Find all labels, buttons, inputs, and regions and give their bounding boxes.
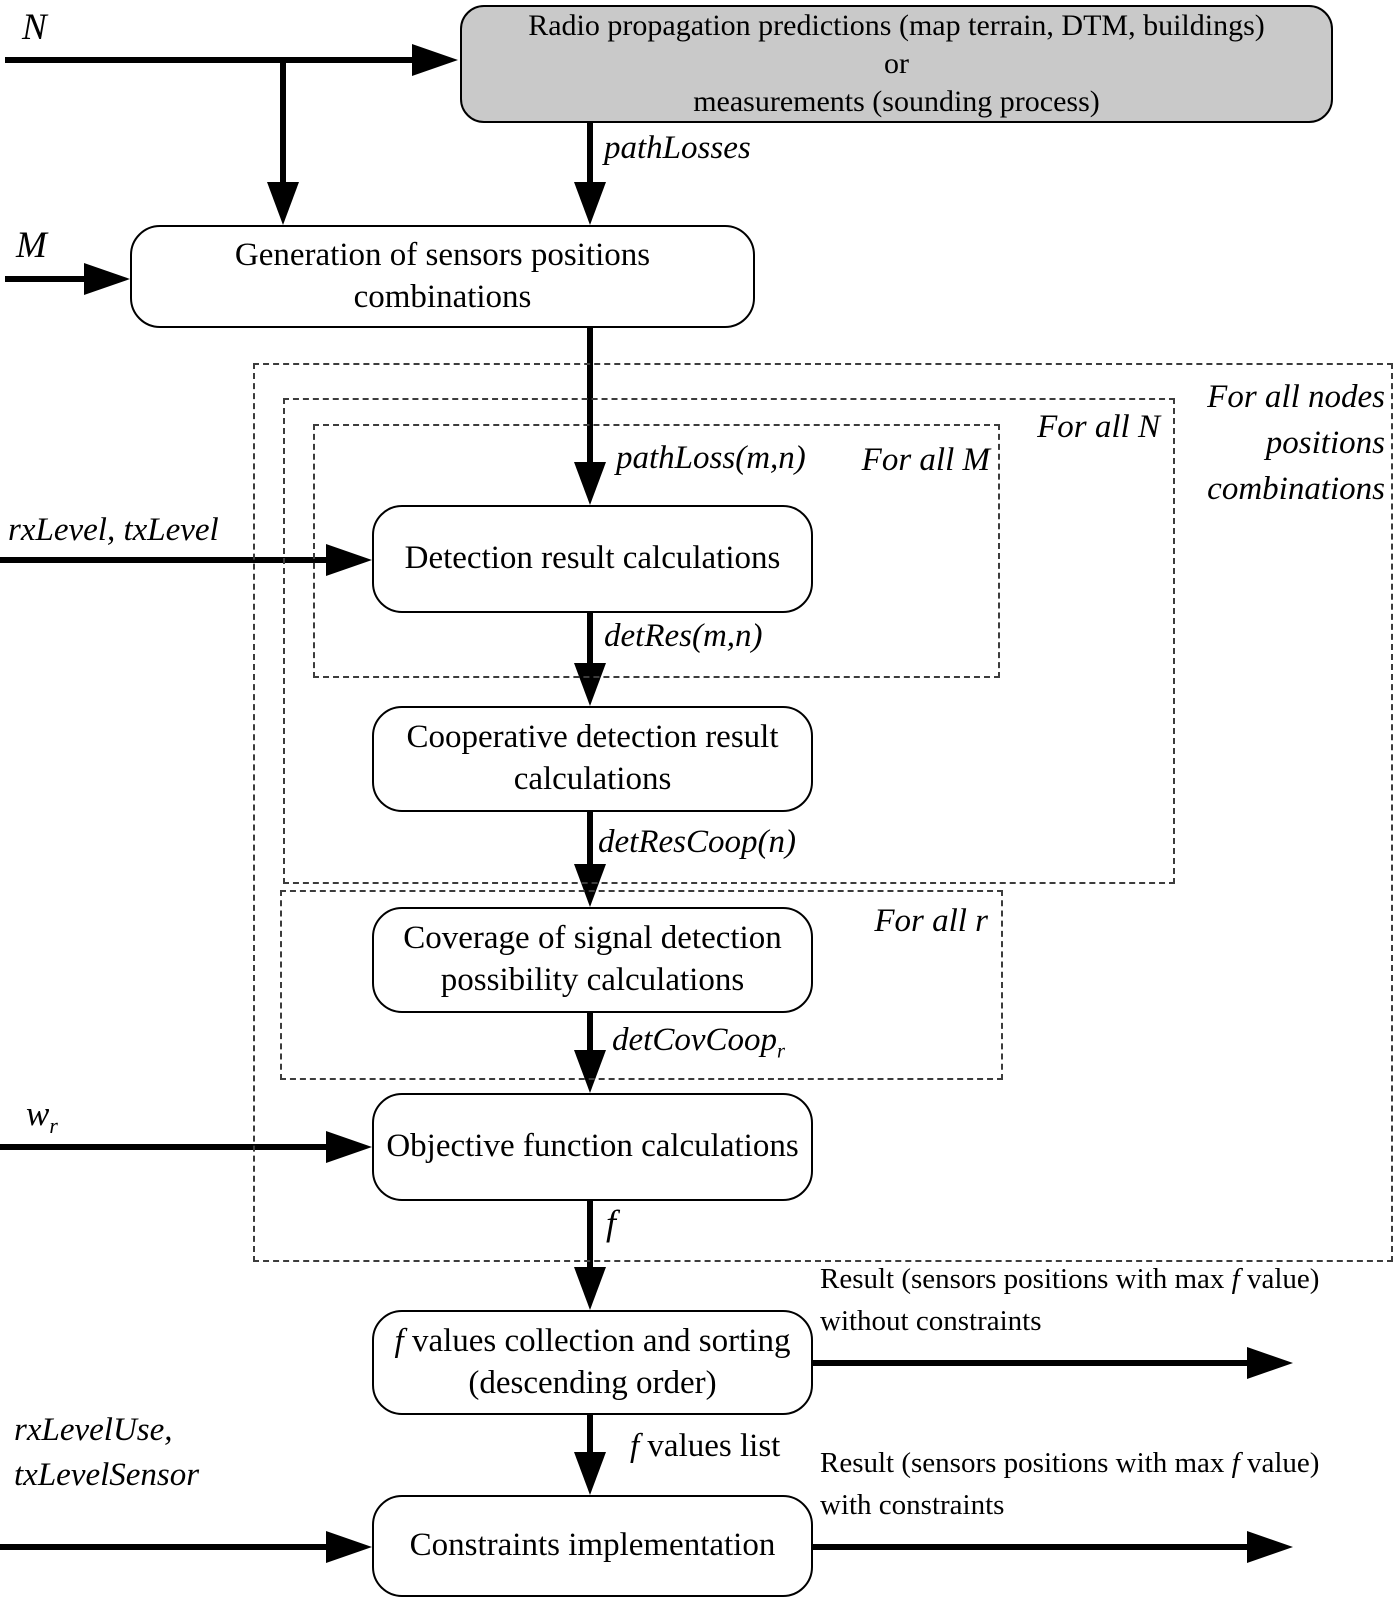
arrow-objective-to-fcollect	[574, 1201, 606, 1310]
node-text-line: Radio propagation predictions (map terra…	[528, 8, 1265, 42]
loop-box-for-all-m	[313, 424, 1000, 678]
node-text-line: Generation of sensors positions	[234, 236, 651, 273]
result-line: Result (sensors positions with max f val…	[820, 1442, 1400, 1484]
node-text-line: Coverage of signal detection	[403, 920, 782, 957]
loop-label-for-all-m: For all M	[861, 442, 990, 478]
signal-label-detcovcoop: detCovCoopr	[612, 1022, 785, 1064]
arrow-m-input	[5, 263, 130, 295]
node-text-rest: values collection and sorting	[403, 1322, 791, 1359]
node-text-line: f values collection and sorting	[395, 1321, 791, 1363]
node-text-line: or	[884, 46, 909, 80]
arrow-result-without-constraints	[813, 1347, 1293, 1379]
loop-label-for-all-r: For all r	[874, 903, 988, 939]
input-label-line: rxLevelUse,	[14, 1412, 173, 1448]
node-constraints-implementation: Constraints implementation	[372, 1495, 813, 1597]
signal-label-pathlosses: pathLosses	[604, 130, 751, 166]
result-pre: Result (sensors positions with max	[820, 1447, 1232, 1479]
node-text-line: Cooperative detection result	[406, 719, 779, 756]
loop-box-all-nodes-combinations	[253, 363, 1393, 1262]
loop-label-all-nodes-combinations: For all nodes positions combinations	[1185, 374, 1385, 513]
signal-base: detCovCoop	[612, 1022, 777, 1058]
node-coverage-possibility: Coverage of signal detection possibility…	[372, 907, 813, 1013]
arrow-detection-to-cooperative	[574, 613, 606, 706]
loop-box-for-all-r	[280, 890, 1003, 1080]
arrow-coverage-to-objective	[574, 1013, 606, 1093]
node-text-line: Constraints implementation	[409, 1527, 776, 1564]
node-detection-result: Detection result calculations	[372, 505, 813, 613]
arrow-pathlosses	[574, 123, 606, 225]
node-radio-propagation-source: Radio propagation predictions (map terra…	[460, 5, 1333, 123]
result-post: value)	[1239, 1447, 1320, 1479]
arrow-n-input	[5, 44, 458, 225]
signal-label-detres: detRes(m,n)	[604, 618, 763, 654]
result-label-without-constraints: Result (sensors positions with max f val…	[820, 1258, 1400, 1342]
arrow-rxleveluse-input	[0, 1531, 372, 1563]
loop-label-line: positions	[1265, 425, 1385, 462]
result-line: without constraints	[820, 1305, 1042, 1338]
input-label-m: M	[16, 225, 47, 266]
signal-label-f: f	[606, 1203, 617, 1243]
signal-subscript: r	[49, 1114, 58, 1138]
node-text-line: (descending order)	[468, 1364, 717, 1401]
result-label-with-constraints: Result (sensors positions with max f val…	[820, 1442, 1400, 1526]
loop-label-for-all-n: For all N	[1037, 409, 1160, 445]
arrow-fcollect-to-constraints	[574, 1415, 606, 1495]
result-line: Result (sensors positions with max f val…	[820, 1258, 1400, 1300]
result-pre: Result (sensors positions with max	[820, 1263, 1232, 1295]
result-line: with constraints	[820, 1489, 1005, 1522]
node-text-line: Objective function calculations	[386, 1128, 799, 1165]
loop-box-for-all-n	[283, 398, 1175, 884]
signal-label-f-values-list: f values list	[630, 1428, 780, 1465]
input-label-n: N	[22, 7, 47, 48]
node-text-line: Detection result calculations	[404, 540, 781, 577]
loop-label-line: combinations	[1207, 471, 1385, 508]
node-text-line: measurements (sounding process)	[693, 85, 1100, 119]
signal-base: w	[26, 1094, 50, 1133]
signal-label-detrescoop: detResCoop(n)	[598, 824, 796, 860]
node-text-line: combinations	[353, 278, 532, 315]
arrow-rxlevel-input	[0, 544, 372, 576]
node-text-line: calculations	[513, 761, 672, 797]
node-generation-combinations: Generation of sensors positions combinat…	[130, 225, 755, 328]
arrow-wr-input	[0, 1131, 372, 1163]
node-f-values-collection: f values collection and sorting (descend…	[372, 1310, 813, 1415]
f-symbol: f	[394, 1322, 404, 1359]
arrow-generation-to-detection	[574, 328, 606, 505]
loop-label-line: For all nodes	[1207, 379, 1385, 415]
arrow-result-with-constraints	[813, 1531, 1293, 1579]
f-symbol: f	[1231, 1263, 1240, 1295]
node-text-line: possibility calculations	[440, 962, 745, 998]
arrow-cooperative-to-coverage	[574, 812, 606, 907]
signal-label-pathloss-mn: pathLoss(m,n)	[616, 440, 806, 476]
input-label-rxlevel-txlevel: rxLevel, txLevel	[8, 512, 219, 548]
node-cooperative-detection: Cooperative detection result calculation…	[372, 706, 813, 812]
node-objective-function: Objective function calculations	[372, 1093, 813, 1201]
signal-subscript: r	[776, 1040, 785, 1063]
input-label-line: txLevelSensor	[14, 1456, 200, 1493]
input-label-rxleveluse: rxLevelUse, txLevelSensor	[14, 1408, 294, 1497]
input-label-wr: wr	[26, 1094, 58, 1139]
f-symbol: f	[630, 1428, 640, 1464]
result-post: value)	[1239, 1263, 1320, 1295]
f-symbol: f	[1231, 1447, 1240, 1479]
signal-rest: values list	[639, 1428, 781, 1464]
